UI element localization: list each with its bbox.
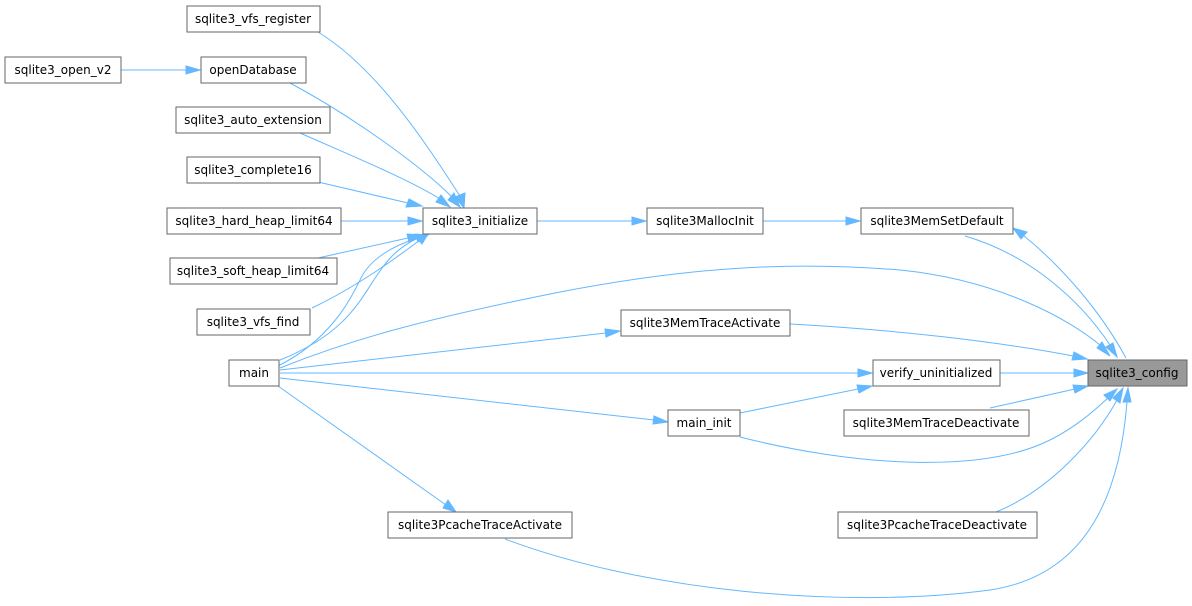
node-sqlite3-complete16[interactable]: sqlite3_complete16	[186, 156, 321, 184]
node-label: main_init	[677, 416, 732, 430]
edge-pcachetracedeactivate-to-config	[995, 386, 1124, 513]
edge-main-to-maininit	[279, 377, 670, 425]
node-main[interactable]: main	[228, 359, 280, 387]
edge-initialize-to-mallocinit	[537, 216, 648, 226]
edge-memtraceactivate-to-config	[789, 323, 1089, 361]
node-label: sqlite3_initialize	[432, 214, 528, 228]
edge-memtracedeactivate-to-config	[989, 384, 1090, 409]
edge-opendatabase-to-initialize	[289, 82, 462, 209]
node-label: main	[239, 366, 269, 380]
nodes: sqlite3_vfs_register sqlite3_open_v2 ope…	[4, 5, 1188, 539]
node-label: sqlite3PcacheTraceActivate	[398, 518, 562, 532]
node-sqlite3memsetdefault[interactable]: sqlite3MemSetDefault	[860, 207, 1014, 235]
node-sqlite3pcachetraceactivate[interactable]: sqlite3PcacheTraceActivate	[387, 511, 573, 539]
node-label: openDatabase	[209, 63, 296, 77]
node-label: sqlite3_hard_heap_limit64	[175, 214, 332, 228]
node-label: sqlite3MemTraceDeactivate	[853, 416, 1020, 430]
node-label: sqlite3PcacheTraceDeactivate	[847, 518, 1027, 532]
node-label: sqlite3_vfs_register	[195, 12, 311, 26]
node-label: sqlite3MemTraceActivate	[630, 316, 781, 330]
edge-memsetdefault-to-config	[964, 235, 1118, 359]
edge-main-to-config-arc	[279, 265, 1111, 369]
node-label: sqlite3MemSetDefault	[870, 214, 1004, 228]
edge-auto-extension-to-initialize	[299, 132, 452, 209]
node-sqlite3-open-v2[interactable]: sqlite3_open_v2	[4, 56, 122, 84]
edge-mallocinit-to-memsetdefault	[763, 216, 862, 226]
edge-maininit-to-verify	[739, 384, 874, 414]
node-label: sqlite3_complete16	[194, 163, 312, 177]
edges	[121, 31, 1132, 599]
edge-main-to-memtraceactivate	[279, 328, 622, 371]
node-main-init[interactable]: main_init	[667, 409, 741, 437]
edge-verify-to-config	[1000, 368, 1090, 378]
node-sqlite3memtracedeactivate[interactable]: sqlite3MemTraceDeactivate	[843, 409, 1030, 437]
node-sqlite3-config[interactable]: sqlite3_config	[1087, 359, 1188, 387]
node-sqlite3-hard-heap-limit64[interactable]: sqlite3_hard_heap_limit64	[166, 207, 342, 235]
node-label: sqlite3MallocInit	[656, 214, 754, 228]
node-sqlite3memtraceactivate[interactable]: sqlite3MemTraceActivate	[620, 309, 791, 337]
node-sqlite3mallocinit[interactable]: sqlite3MallocInit	[646, 207, 764, 235]
edge-vfs-register-to-initialize	[317, 31, 466, 210]
node-verify-uninitialized[interactable]: verify_uninitialized	[872, 359, 1001, 387]
edge-main-to-initialize-b	[279, 237, 419, 361]
edge-complete16-to-initialize	[317, 181, 424, 208]
edge-hard-heap-to-initialize	[341, 216, 424, 226]
node-label: sqlite3_vfs_find	[207, 315, 300, 329]
node-label: verify_uninitialized	[880, 366, 993, 380]
edge-main-to-initialize-a	[277, 233, 430, 367]
node-sqlite3-auto-extension[interactable]: sqlite3_auto_extension	[175, 106, 331, 134]
edge-pcachetraceactivate-to-config	[504, 386, 1132, 599]
node-sqlite3-vfs-find[interactable]: sqlite3_vfs_find	[196, 308, 311, 336]
node-label: sqlite3_soft_heap_limit64	[177, 264, 329, 278]
node-opendatabase[interactable]: openDatabase	[200, 56, 307, 84]
edge-soft-heap-to-initialize	[317, 233, 424, 259]
node-sqlite3-initialize[interactable]: sqlite3_initialize	[422, 207, 538, 235]
edge-main-to-verify	[280, 368, 874, 378]
node-sqlite3pcachetracedeactivate[interactable]: sqlite3PcacheTraceDeactivate	[837, 511, 1038, 539]
node-label: sqlite3_open_v2	[15, 63, 112, 77]
edge-main-to-pcachetraceactivate	[277, 385, 458, 513]
edge-config-to-memsetdefault	[1011, 227, 1127, 359]
edge-open-v2-to-opendatabase	[121, 65, 202, 75]
node-label: sqlite3_config	[1096, 366, 1179, 380]
node-label: sqlite3_auto_extension	[184, 113, 322, 127]
edge-maininit-to-config	[739, 387, 1119, 463]
node-sqlite3-soft-heap-limit64[interactable]: sqlite3_soft_heap_limit64	[169, 257, 338, 285]
node-sqlite3-vfs-register[interactable]: sqlite3_vfs_register	[186, 5, 321, 33]
